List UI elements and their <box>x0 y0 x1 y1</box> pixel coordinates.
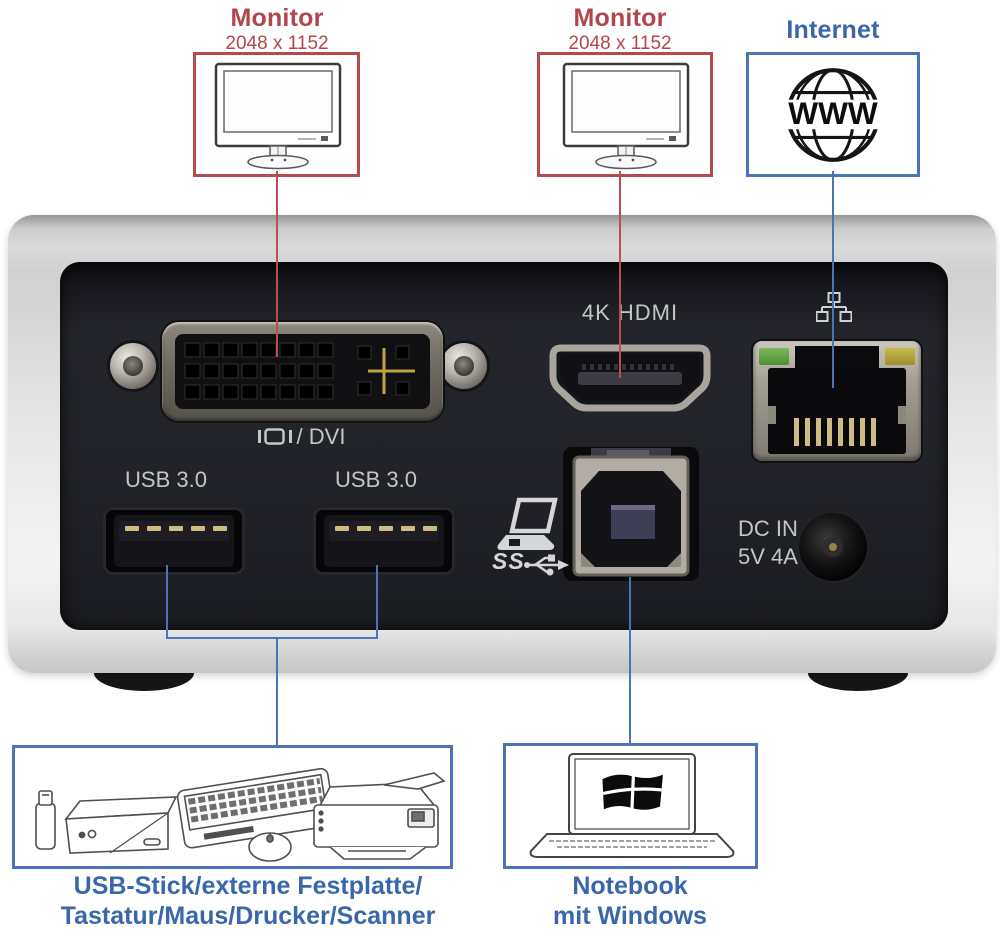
notebook-illustration <box>529 753 735 858</box>
superspeed-ss-label: SS <box>492 548 525 574</box>
line-bracket-to-peripherals <box>276 637 278 745</box>
dvi-label: / DVI <box>206 424 396 450</box>
monitor-left-box <box>193 52 360 177</box>
monitor-center-box <box>537 52 713 177</box>
usb-stick-icon <box>35 790 56 850</box>
ethernet-port <box>753 341 921 461</box>
laptop-symbol-icon <box>497 497 558 550</box>
dvi-screw-left <box>110 343 156 389</box>
line-monitor-center-to-hdmi <box>619 171 621 378</box>
peripherals-box <box>12 745 453 869</box>
keyboard-icon <box>176 767 336 849</box>
monitor-center-title: Monitor <box>573 4 667 32</box>
line-monitor-left-to-dvi <box>276 171 278 357</box>
ethernet-opening <box>768 368 906 454</box>
ethernet-led-yellow <box>885 348 915 365</box>
ethernet-lan-icon <box>816 292 852 322</box>
line-usb-right-drop <box>376 565 378 638</box>
notebook-label-line1: Notebook <box>572 872 688 900</box>
notebook-box <box>503 743 758 869</box>
display-glyph-icon <box>257 428 292 445</box>
line-usbb-to-notebook <box>629 577 631 743</box>
external-hdd-icon <box>64 796 178 854</box>
ethernet-led-green <box>759 348 789 365</box>
windows-flag-icon <box>602 774 663 810</box>
peripherals-illustration <box>35 767 446 862</box>
line-internet-to-ethernet <box>832 171 834 388</box>
usb-a-port-1 <box>103 507 245 575</box>
dc-power-jack <box>799 513 867 581</box>
ethernet-pins <box>768 406 906 446</box>
internet-title: Internet <box>786 16 880 44</box>
usb-superspeed-trident-icon <box>524 554 569 576</box>
hdmi-port <box>549 344 711 412</box>
monitor-left-title: Monitor <box>230 4 324 32</box>
mouse-icon <box>248 832 292 862</box>
usb-b-port <box>563 447 699 581</box>
dvi-port <box>162 322 443 421</box>
monitor-icon <box>214 62 341 169</box>
globe-www-text: WWW <box>788 95 878 131</box>
peripherals-label-line1: USB-Stick/externe Festplatte/ <box>73 872 423 900</box>
usb-right-label: USB 3.0 <box>335 467 417 492</box>
monitor-center-resolution: 2048 x 1152 <box>568 33 672 54</box>
ethernet-top-slot <box>795 346 879 368</box>
dvi-label-text: / DVI <box>296 424 346 449</box>
peripherals-label-line2: Tastatur/Maus/Drucker/Scanner <box>60 902 436 930</box>
dc-in-label-line2: 5V 4A <box>738 544 798 569</box>
notebook-label-line2: mit Windows <box>553 902 707 930</box>
line-usb-bracket <box>166 637 378 639</box>
dc-in-label-line1: DC IN <box>738 516 798 541</box>
line-usb-left-drop <box>166 565 168 638</box>
dvi-screw-right <box>441 343 487 389</box>
hdmi-label: 4K HDMI <box>581 300 679 325</box>
monitor-icon <box>562 62 690 169</box>
www-globe-icon: WWW <box>785 67 881 162</box>
printer-icon <box>313 772 446 860</box>
dvi-pin-field <box>184 342 415 400</box>
usb-a-port-2 <box>313 507 455 575</box>
internet-box: WWW <box>746 52 920 177</box>
monitor-left-resolution: 2048 x 1152 <box>225 33 329 54</box>
dc-in-label: DC IN 5V 4A <box>700 515 836 571</box>
usb-left-label: USB 3.0 <box>125 467 207 492</box>
